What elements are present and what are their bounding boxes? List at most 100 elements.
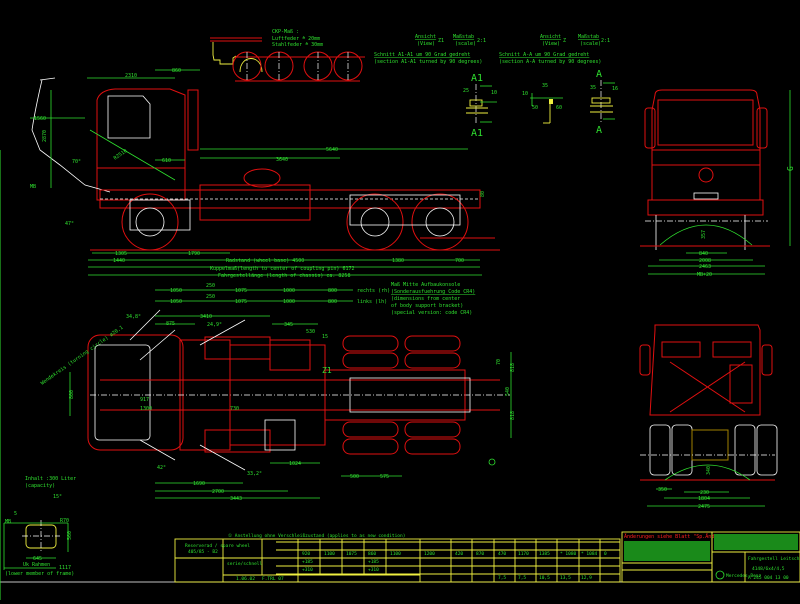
title-cols [297,539,601,582]
section-a-scale-en: (scale) [580,41,601,47]
dim-1380: 1380 [392,258,404,264]
section-a-desc-de: Schnitt A-A um 90 Grad gedreht [499,52,589,58]
lh-dim-5: 800 [328,299,337,305]
dim-angle-70: 70° [72,159,81,165]
drawing-number: 4148/6x4/4,5 [752,566,785,572]
section-a1-scale: 2:1 [477,38,486,44]
section-a-view-label: Ansicht [540,34,561,40]
section-a-marker-top: A [596,69,602,80]
section-mid-dim-35: 35 [542,83,548,89]
tank-label-de: Uk Rahmen [23,562,50,568]
dim-ground-mb: MB [30,184,36,190]
tank-label-en: (lower member of frame) [5,571,74,577]
coupling-label: Kuppelmaß(length to center of coupling p… [210,266,355,272]
row4-1: 7,5 [498,575,506,581]
dim-610: 610 [162,158,171,164]
section-a1-scale-label: Maßstab [453,34,474,40]
col-b-value: 1100 [324,551,335,557]
body-support-note-de: Maß Mitte Aufbaukonsole [391,282,460,288]
section-a1-scale-en: (scale) [455,41,476,47]
dim-height-2870: 2870 [42,130,48,142]
col-h-value: 870 [476,551,484,557]
lh-dim-2: 250 [206,294,215,300]
wheelbase-label: Radstand (wheel base) 4500 [226,258,304,264]
tank-mb: MB [5,519,11,525]
front-height-g: G [786,166,795,171]
dim-angle-47: 47° [65,221,74,227]
lh-dim-3: 1075 [235,299,247,305]
dim-1790: 1790 [188,251,200,257]
rear-view: 340 350 230 1804 2475 [639,324,778,510]
dim-cab-length: 2310 [125,73,137,79]
dim-575: 575 [380,474,389,480]
ckp-note: CKP-Maß : [272,29,299,35]
title-block: ① Anstellung ohne Verschleißzustand (app… [0,531,800,583]
col-o-value: 0 [604,551,607,557]
section-a-view-id: Z [563,38,566,44]
rh-dim-3: 1075 [235,288,247,294]
dim-818-bottom: 818 [510,411,516,420]
section-headers: Ansicht (View) Z1 Maßstab (scale) 2:1 Sc… [374,34,610,65]
tank-dim-560: 560 [67,531,73,540]
dim-cab-offset: 860 [172,68,181,74]
tank-dim-645: 645 [33,556,42,562]
col-a-value: 920 [302,551,310,557]
section-a1-dim-10: 10 [491,90,497,96]
ref-ftrl: F.TRL 07 [262,576,284,582]
turning-circle-label: Wendekreis (turning circle) ø20.1 [40,325,125,387]
section-mid-dim-60: 60 [556,105,562,111]
section-mid-dim-10: 10 [522,91,528,97]
row3-d: +310 [368,567,379,573]
row4-3: 10,5 [539,575,550,581]
dim-1024: 1024 [289,461,301,467]
dim-540: 540 [505,387,511,396]
dim-1305: 1305 [115,251,127,257]
front-dim-840: 840 [699,251,708,257]
section-a1-view-label: Ansicht [415,34,436,40]
rh-dim-4: 1000 [283,288,295,294]
tank-top-5: 5 [14,511,17,517]
row2-d: +185 [368,559,379,565]
dim-tilt-radius: R2510 [113,148,129,162]
section-mid-dim-50: 50 [532,105,538,111]
section-a1-marker-bottom: A1 [471,128,483,139]
section-a-scale: 2:1 [601,38,610,44]
sheet-number: A 245 004 13 00 [748,575,789,581]
col-g-value: 420 [455,551,463,557]
dim-2700: 2700 [212,489,224,495]
rear-tires [342,335,461,455]
top-view: 3410 34,8° 875 24,9° 345 530 15 Z1 Wende… [40,309,516,502]
dim-730: 730 [230,406,239,412]
section-a-marker-bottom: A [596,125,602,136]
ref-serie: serie/schnell [227,561,263,567]
steel-spring-note: Stahlfeder ≙ 30mm [272,42,323,48]
dim-height-1560: 1560 [34,116,46,122]
chassis-length-label: Fahrgestellänge (length of chassis) ca. … [218,273,350,279]
row3-a: +310 [302,567,313,573]
dim-3640: 3640 [276,157,288,163]
angle-42: 42° [157,465,166,471]
dim-818-top: 818 [510,363,516,372]
remarks-title: Änderungen siehe Blatt "Sp.Änd.txt" [624,533,729,540]
section-a-detail: A A 35 16 [590,69,618,136]
ref-date: 1.06.02 [236,576,255,582]
col-d-value: 860 [368,551,376,557]
tank-capacity-en: (capacity) [25,483,55,489]
axle-detail: CKP-Maß : Luftfeder ≙ 20mm Stahlfeder ≙ … [210,29,365,82]
spare-wheel-label: Reserverad / spare wheel [185,543,250,549]
dim-15: 15 [322,334,328,340]
company-name: Mercedes-Benz [726,573,762,579]
angle-33-2: 33,2° [247,471,262,477]
dim-3410: 3410 [200,314,212,320]
rear-dim-350: 350 [658,487,667,493]
title-header-note: ① Anstellung ohne Verschleißzustand (app… [228,533,405,539]
rear-dim-1804: 1804 [698,496,710,502]
side-view: 2310 860 1560 2870 R2510 MB 70° 47° 610 … [30,68,500,279]
row4-4: 13,5 [560,575,571,581]
body-support-note-sa: (Sonderausfuehrung Code CR4) [391,289,475,295]
section-a-dim-16: 16 [612,86,618,92]
section-a1-detail: A1 A1 25 10 [463,73,497,139]
dim-700: 700 [455,258,464,264]
